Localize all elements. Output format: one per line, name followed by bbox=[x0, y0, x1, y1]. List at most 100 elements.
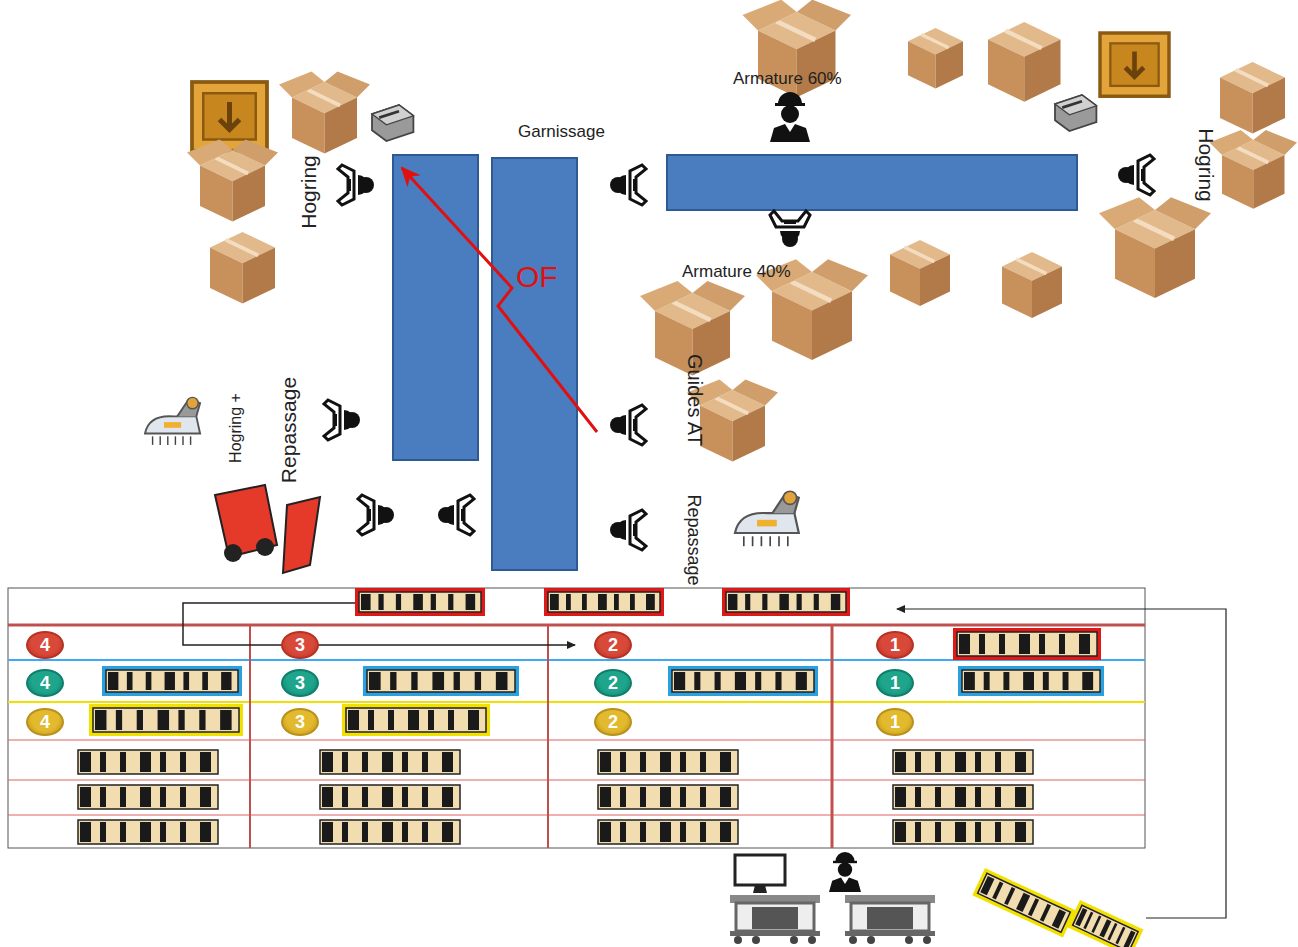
kanban-stripe bbox=[396, 594, 401, 610]
kanban-border bbox=[722, 588, 850, 616]
station-label: Guides AT bbox=[685, 354, 705, 446]
kanban-body bbox=[726, 592, 846, 612]
kanban-card bbox=[598, 750, 738, 774]
kanban-stripe bbox=[390, 672, 396, 690]
steam-stroke bbox=[787, 536, 789, 546]
operator-head bbox=[782, 231, 798, 247]
kanban-card bbox=[320, 750, 460, 774]
kanban-stripe bbox=[140, 822, 151, 842]
kanban-body bbox=[320, 820, 460, 844]
worker-head bbox=[838, 862, 852, 876]
iron-joint bbox=[783, 491, 796, 504]
steam-stroke bbox=[159, 436, 160, 445]
kanban-body bbox=[893, 820, 1033, 844]
callout-number: 3 bbox=[295, 636, 305, 654]
operator-line bbox=[633, 179, 635, 191]
box-flap bbox=[187, 140, 233, 166]
kanban-stripe bbox=[120, 787, 126, 807]
kanban-stripe bbox=[475, 672, 481, 690]
box-side bbox=[1220, 78, 1253, 134]
kanban-stripe bbox=[178, 710, 184, 730]
kanban-stripe bbox=[160, 822, 166, 842]
steam-stroke bbox=[778, 536, 780, 546]
box-side bbox=[210, 248, 243, 304]
worker-symbol bbox=[770, 92, 810, 142]
kanban-stripe bbox=[80, 752, 91, 772]
box-side bbox=[292, 98, 325, 154]
kanban-stripe bbox=[915, 752, 921, 772]
kanban-card bbox=[89, 704, 243, 736]
box-side bbox=[200, 166, 233, 222]
operator-body bbox=[324, 400, 340, 440]
kanban-stripe bbox=[127, 672, 133, 690]
kanban-stripe bbox=[582, 594, 587, 610]
kanban-stripe bbox=[116, 710, 122, 730]
kanban-stripe bbox=[1015, 822, 1026, 842]
box-tape bbox=[791, 282, 831, 301]
operator-symbol bbox=[610, 405, 646, 445]
operator-symbol bbox=[610, 510, 646, 550]
kanban-stripe bbox=[955, 752, 966, 772]
kanban-stripe bbox=[80, 787, 91, 807]
kanban-stripe bbox=[382, 752, 393, 772]
operator-body bbox=[358, 495, 374, 535]
station-label: Repassage bbox=[278, 377, 299, 483]
operator-symbol bbox=[770, 211, 810, 247]
kanban-card bbox=[78, 785, 218, 809]
kanban-border bbox=[1067, 900, 1143, 947]
kanban-body bbox=[672, 670, 814, 692]
kanban-stripe bbox=[762, 594, 767, 610]
number-circle: 4 bbox=[26, 669, 64, 697]
cart-wheel bbox=[790, 936, 798, 944]
kanban-body bbox=[78, 750, 218, 774]
iron-joint bbox=[187, 397, 198, 408]
kanban-stripe bbox=[408, 710, 419, 730]
kanban-stripe bbox=[1004, 887, 1015, 905]
station-label: Hogring bbox=[298, 155, 319, 229]
kanban-body bbox=[1073, 905, 1138, 947]
kanban-stripe bbox=[220, 710, 231, 730]
box-tape bbox=[777, 21, 816, 40]
kanban-stripe bbox=[180, 787, 186, 807]
kanban-body bbox=[962, 670, 1100, 692]
kanban-stripe bbox=[342, 787, 348, 807]
kanban-stripe bbox=[180, 752, 186, 772]
kanban-board bbox=[8, 588, 1145, 848]
box-flap bbox=[812, 259, 868, 291]
box-tape bbox=[673, 302, 711, 320]
steam-stroke bbox=[743, 536, 745, 546]
cart-frame bbox=[851, 903, 929, 931]
cardboard-box bbox=[908, 28, 963, 89]
box-side bbox=[988, 39, 1024, 101]
kanban-stripe bbox=[342, 752, 348, 772]
of-flow-arrow bbox=[402, 168, 597, 432]
box-side bbox=[936, 41, 964, 88]
kanban-stripe bbox=[454, 672, 460, 690]
kanban-stripe bbox=[995, 752, 1001, 772]
operator-symbol bbox=[358, 495, 394, 535]
box-flap bbox=[640, 281, 693, 311]
iron-body bbox=[735, 513, 799, 533]
kanban-stripe bbox=[422, 787, 428, 807]
kanban-stripe bbox=[1039, 634, 1045, 654]
crate-panel bbox=[203, 93, 256, 139]
callout-number: 4 bbox=[40, 636, 50, 654]
kanban-stripe bbox=[388, 710, 394, 730]
kanban-body bbox=[78, 820, 218, 844]
kanban-stripe bbox=[200, 752, 211, 772]
box-tape bbox=[226, 240, 259, 256]
kanban-stripe bbox=[100, 752, 106, 772]
callout-number: 3 bbox=[295, 713, 305, 731]
crate-arrow bbox=[220, 102, 240, 130]
kanban-stripe bbox=[620, 787, 626, 807]
kanban-stripe bbox=[797, 594, 802, 610]
cardboard-box bbox=[890, 240, 950, 306]
conveyor bbox=[667, 155, 1077, 210]
operator-body bbox=[338, 165, 354, 205]
cart-wheel bbox=[923, 936, 931, 944]
kanban-stripe bbox=[680, 822, 686, 842]
number-circle: 1 bbox=[876, 708, 914, 736]
operator-symbol bbox=[338, 165, 374, 205]
kanban-stripe bbox=[935, 752, 941, 772]
number-circle: 3 bbox=[281, 708, 319, 736]
